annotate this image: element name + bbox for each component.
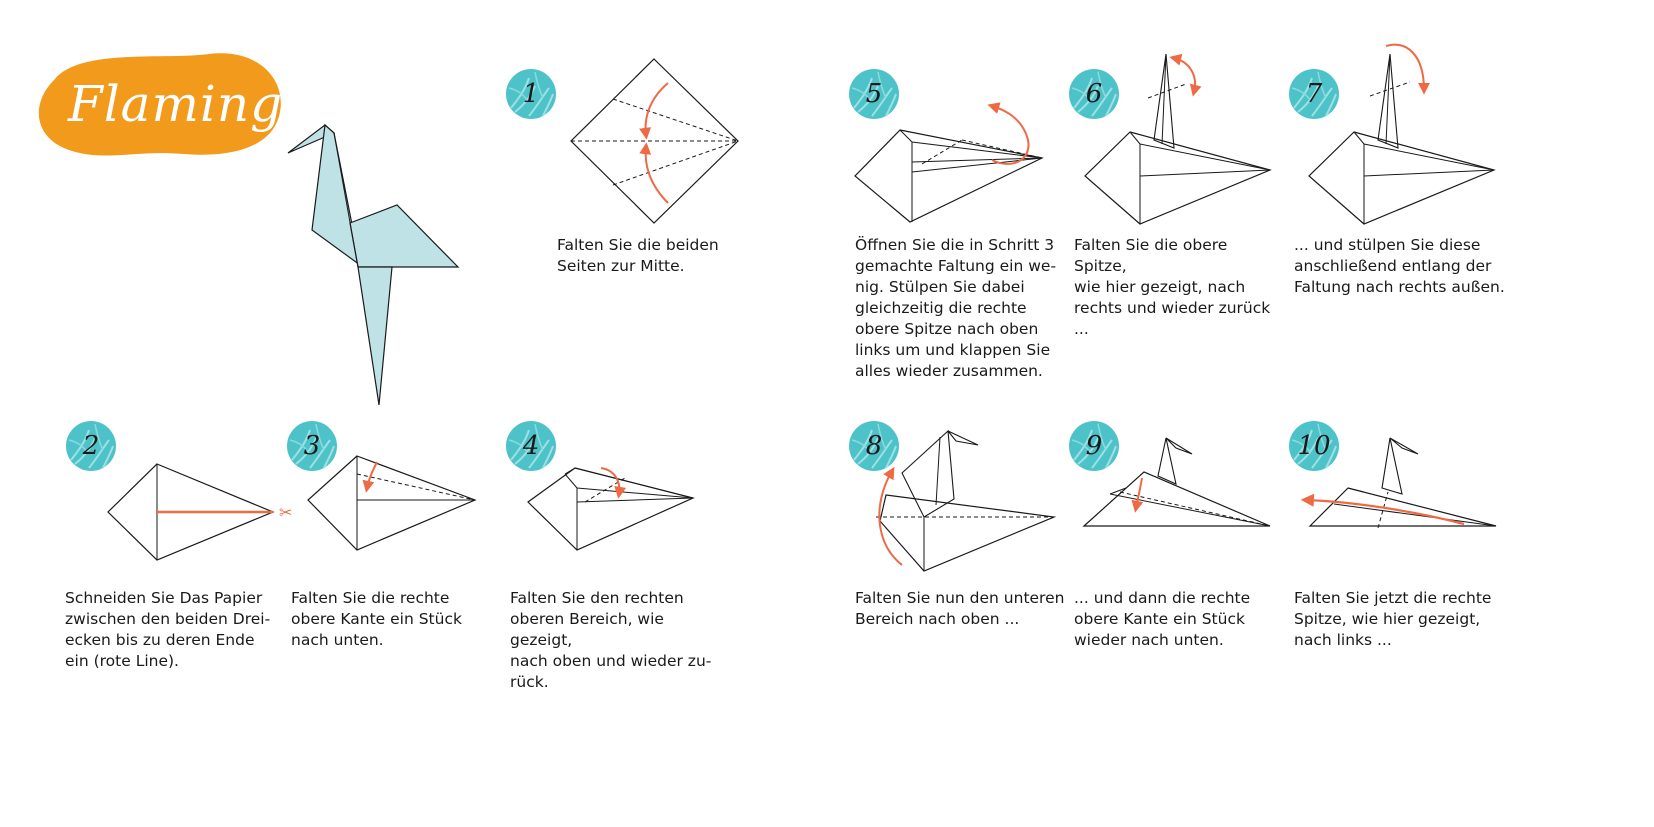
title-blob — [38, 53, 281, 156]
step-number: 10 — [1297, 431, 1331, 461]
step-2-diagram: ✂ — [107, 463, 292, 561]
step-number: 4 — [522, 431, 540, 461]
step-9-diagram — [1082, 437, 1271, 527]
step-7-diagram — [1308, 43, 1496, 225]
step-10-diagram — [1300, 437, 1497, 529]
step-caption: Falten Sie jetzt die rechte Spitze, wie … — [1294, 589, 1492, 649]
step-number: 8 — [865, 431, 883, 461]
page-title: Flamingo — [68, 75, 315, 133]
step-caption: Falten Sie den rechten oberen Bereich, w… — [510, 589, 712, 691]
step-caption: ... und stülpen Sie diese anschließend e… — [1294, 236, 1505, 296]
step-6-diagram — [1084, 53, 1272, 225]
step-caption: Falten Sie nun den unteren Bereich nach … — [855, 589, 1065, 628]
step-5-diagram — [854, 102, 1044, 223]
step-caption: Falten Sie die rechte obere Kante ein St… — [291, 589, 462, 649]
step-number: 9 — [1085, 431, 1103, 461]
step-caption: ... und dann die rechte obere Kante ein … — [1074, 589, 1251, 649]
step-number: 2 — [82, 431, 100, 461]
flamingo-illustration — [287, 123, 460, 406]
step-caption: Öffnen Sie die in Schritt 3 gemachte Fal… — [855, 236, 1057, 380]
step-number: 7 — [1305, 79, 1323, 109]
svg-text:✂: ✂ — [279, 503, 292, 522]
step-caption: Schneiden Sie Das Papier zwischen den be… — [65, 589, 271, 670]
step-number: 5 — [865, 79, 883, 109]
step-number: 1 — [522, 79, 540, 109]
step-number: 3 — [303, 431, 321, 461]
step-8-diagram — [876, 429, 1057, 572]
step-caption: Falten Sie die beiden Seiten zur Mitte. — [557, 236, 719, 275]
step-number: 6 — [1085, 79, 1103, 109]
step-3-diagram — [307, 455, 477, 551]
step-1-diagram — [570, 58, 739, 224]
step-4-diagram — [527, 467, 695, 551]
step-caption: Falten Sie die obere Spitze, wie hier ge… — [1074, 236, 1271, 338]
